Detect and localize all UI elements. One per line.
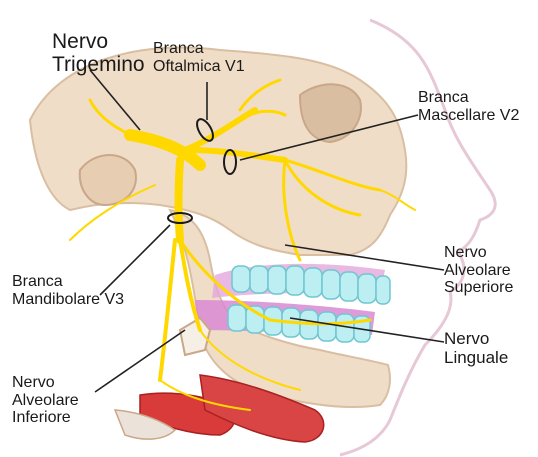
label-nervo-alveolare-superiore: Nervo Alveolare Superiore [444, 244, 513, 297]
label-branca-mandibolare-v3: Branca Mandibolare V3 [12, 273, 124, 308]
label-branca-mascellare-v2: Branca Mascellare V2 [418, 89, 519, 124]
label-branca-oftalmica-v1: Branca Oftalmica V1 [153, 40, 245, 75]
label-nervo-linguale: Nervo Linguale [444, 330, 508, 367]
label-nervo-trigemino: Nervo Trigemino [52, 30, 145, 76]
label-nervo-alveolare-inferiore: Nervo Alveolare Inferiore [12, 374, 79, 427]
